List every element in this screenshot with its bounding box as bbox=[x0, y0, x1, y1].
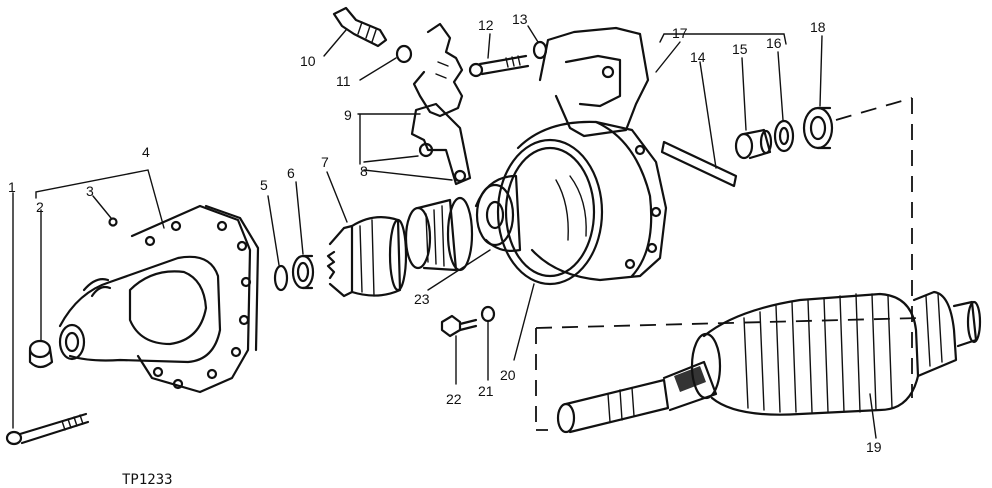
part-14-key bbox=[660, 61, 738, 188]
part-5-snap-ring bbox=[267, 195, 289, 292]
callout-12: 12 bbox=[478, 17, 494, 33]
callout-15: 15 bbox=[732, 41, 748, 57]
part-11-small-o-ring bbox=[359, 44, 413, 81]
part-2-bushing bbox=[28, 209, 54, 369]
callout-21: 21 bbox=[478, 383, 494, 399]
callout-19: 19 bbox=[866, 439, 882, 455]
callout-18: 18 bbox=[810, 19, 826, 35]
bracket-9 bbox=[357, 113, 453, 181]
part-1-through-bolt bbox=[5, 192, 90, 446]
part-21-washer bbox=[480, 305, 496, 381]
callout-3: 3 bbox=[86, 183, 94, 199]
part-23-clutch-assembly bbox=[404, 174, 522, 291]
part-9-shift-lever bbox=[410, 22, 472, 186]
callout-2: 2 bbox=[36, 199, 44, 215]
callout-16: 16 bbox=[766, 35, 782, 51]
callout-4: 4 bbox=[142, 144, 150, 160]
callout-5: 5 bbox=[260, 177, 268, 193]
part-4-drive-housing bbox=[58, 204, 260, 394]
figure-id: TP1233 bbox=[122, 472, 173, 488]
part-13-lock-washer bbox=[527, 25, 548, 60]
part-7-drive-pinion bbox=[326, 171, 408, 298]
part-12-screw bbox=[468, 33, 530, 78]
part-3-plug bbox=[92, 195, 118, 227]
callout-labels: 1 2 3 4 5 6 7 8 9 10 11 12 13 14 15 16 1… bbox=[8, 11, 882, 455]
part-17-field-housing bbox=[516, 26, 681, 282]
bracket-4 bbox=[35, 169, 165, 229]
callout-7: 7 bbox=[321, 154, 329, 170]
callout-23: 23 bbox=[414, 291, 430, 307]
callout-11: 11 bbox=[336, 73, 351, 89]
part-15-bushing bbox=[734, 57, 773, 160]
part-22-screw bbox=[440, 314, 478, 385]
part-10-connector-stud bbox=[323, 6, 388, 57]
callout-9: 9 bbox=[344, 107, 352, 123]
part-18-seal bbox=[802, 35, 834, 150]
part-20-o-ring bbox=[496, 138, 604, 361]
callout-8: 8 bbox=[360, 163, 368, 179]
callout-17: 17 bbox=[672, 25, 688, 41]
callout-6: 6 bbox=[287, 165, 295, 181]
part-19-armature bbox=[556, 290, 982, 439]
part-16-ring bbox=[773, 51, 795, 153]
callout-22: 22 bbox=[446, 391, 462, 407]
callout-10: 10 bbox=[300, 53, 316, 69]
part-6-collar bbox=[291, 181, 315, 290]
armature-guide-line bbox=[535, 97, 921, 431]
callout-13: 13 bbox=[512, 11, 528, 27]
bracket-17 bbox=[659, 33, 787, 45]
callout-14: 14 bbox=[690, 49, 706, 65]
callout-20: 20 bbox=[500, 367, 516, 383]
callout-1: 1 bbox=[8, 179, 16, 195]
